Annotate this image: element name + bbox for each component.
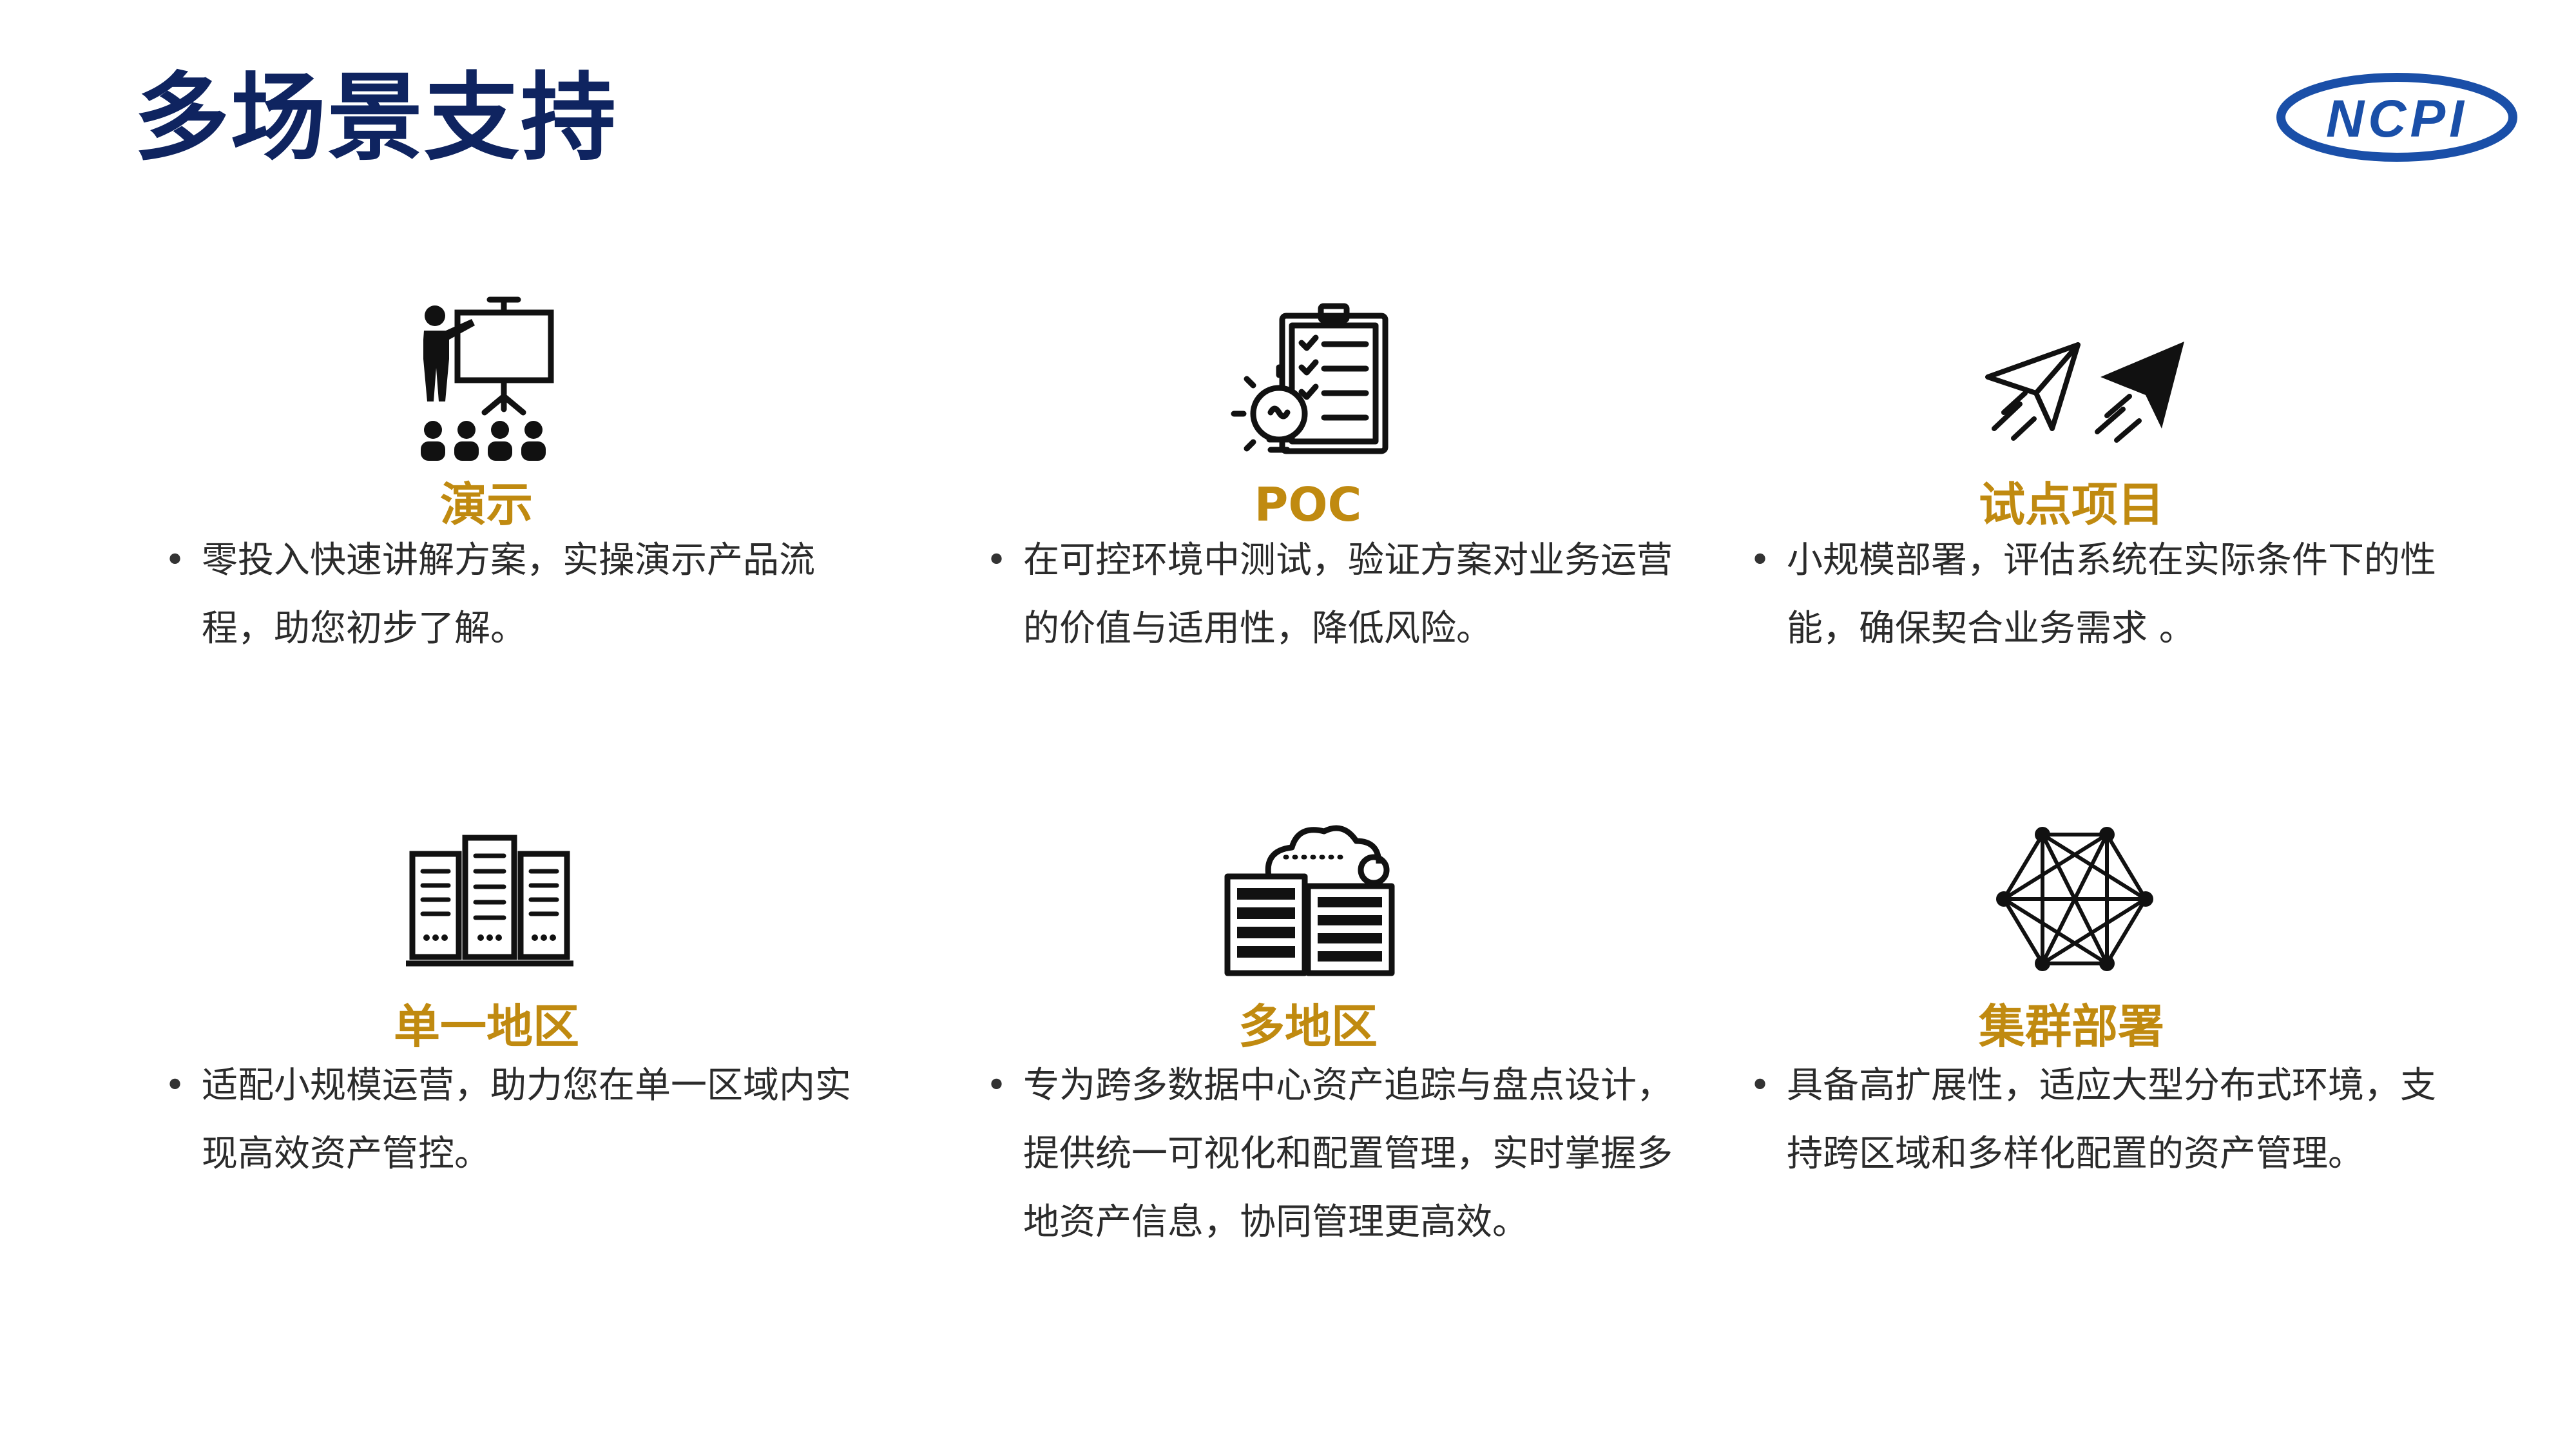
card-title: 演示 (439, 478, 533, 532)
bullet-icon: • (986, 539, 1008, 581)
cloud-datacenter-icon (1224, 818, 1398, 980)
bullet-icon: • (164, 539, 186, 581)
card-description: • 零投入快速讲解方案，实操演示产品流程，助您初步了解。 (164, 527, 852, 663)
bullet-icon: • (164, 1065, 186, 1107)
card-description-text: 零投入快速讲解方案，实操演示产品流程，助您初步了解。 (202, 539, 815, 650)
card-title: POC (1254, 478, 1362, 532)
card-description-text: 小规模部署，评估系统在实际条件下的性能，确保契合业务需求 。 (1787, 539, 2436, 650)
card-description: • 具备高扩展性，适应大型分布式环境，支持跨区域和多样化配置的资产管理。 (1749, 1052, 2437, 1188)
bullet-icon: • (986, 1065, 1008, 1107)
network-mesh-icon (1991, 825, 2158, 973)
page-title: 多场景支持 (134, 63, 617, 173)
card-multi-region: 多地区 • 专为跨多数据中心资产追踪与盘点设计，提供统一可视化和配置管理，实时掌… (986, 818, 1695, 1373)
card-cluster-deployment: 集群部署 • 具备高扩展性，适应大型分布式环境，支持跨区域和多样化配置的资产管理… (1749, 818, 2458, 1231)
card-description: • 专为跨多数据中心资产追踪与盘点设计，提供统一可视化和配置管理，实时掌握多地资… (986, 1052, 1674, 1257)
card-pilot-project: 试点项目 • 小规模部署，评估系统在实际条件下的性能，确保契合业务需求 。 (1749, 293, 2458, 706)
checklist-lightbulb-icon (1231, 303, 1392, 470)
presentation-icon (412, 293, 561, 467)
card-title: 多地区 (1238, 1000, 1378, 1054)
card-description: • 小规模部署，评估系统在实际条件下的性能，确保契合业务需求 。 (1749, 527, 2437, 663)
card-title: 试点项目 (1978, 478, 2164, 532)
card-description: • 在可控环境中测试，验证方案对业务运营的价值与适用性，降低风险。 (986, 527, 1674, 663)
svg-text:NCPI: NCPI (2326, 90, 2468, 148)
bullet-icon: • (1749, 539, 1771, 581)
card-description-text: 适配小规模运营，助力您在单一区域内实现高效资产管控。 (202, 1065, 851, 1175)
card-poc: POC • 在可控环境中测试，验证方案对业务运营的价值与适用性，降低风险。 (986, 293, 1695, 706)
server-rack-icon (406, 831, 573, 973)
card-description-text: 在可控环境中测试，验证方案对业务运营的价值与适用性，降低风险。 (1023, 539, 1673, 650)
card-title: 单一地区 (393, 1000, 579, 1054)
card-description-text: 专为跨多数据中心资产追踪与盘点设计，提供统一可视化和配置管理，实时掌握多地资产信… (1023, 1065, 1673, 1243)
card-description: • 适配小规模运营，助力您在单一区域内实现高效资产管控。 (164, 1052, 852, 1188)
card-single-region: 单一地区 • 适配小规模运营，助力您在单一区域内实现高效资产管控。 (164, 818, 873, 1231)
card-title: 集群部署 (1978, 1000, 2164, 1054)
card-description-text: 具备高扩展性，适应大型分布式环境，支持跨区域和多样化配置的资产管理。 (1787, 1065, 2436, 1175)
card-demo: 演示 • 零投入快速讲解方案，实操演示产品流程，助您初步了解。 (164, 293, 873, 706)
bullet-icon: • (1749, 1065, 1771, 1107)
paper-plane-icon (1975, 332, 2187, 448)
ncpi-logo-icon: NCPI (2276, 73, 2517, 162)
ncpi-logo: NCPI (2274, 71, 2519, 164)
